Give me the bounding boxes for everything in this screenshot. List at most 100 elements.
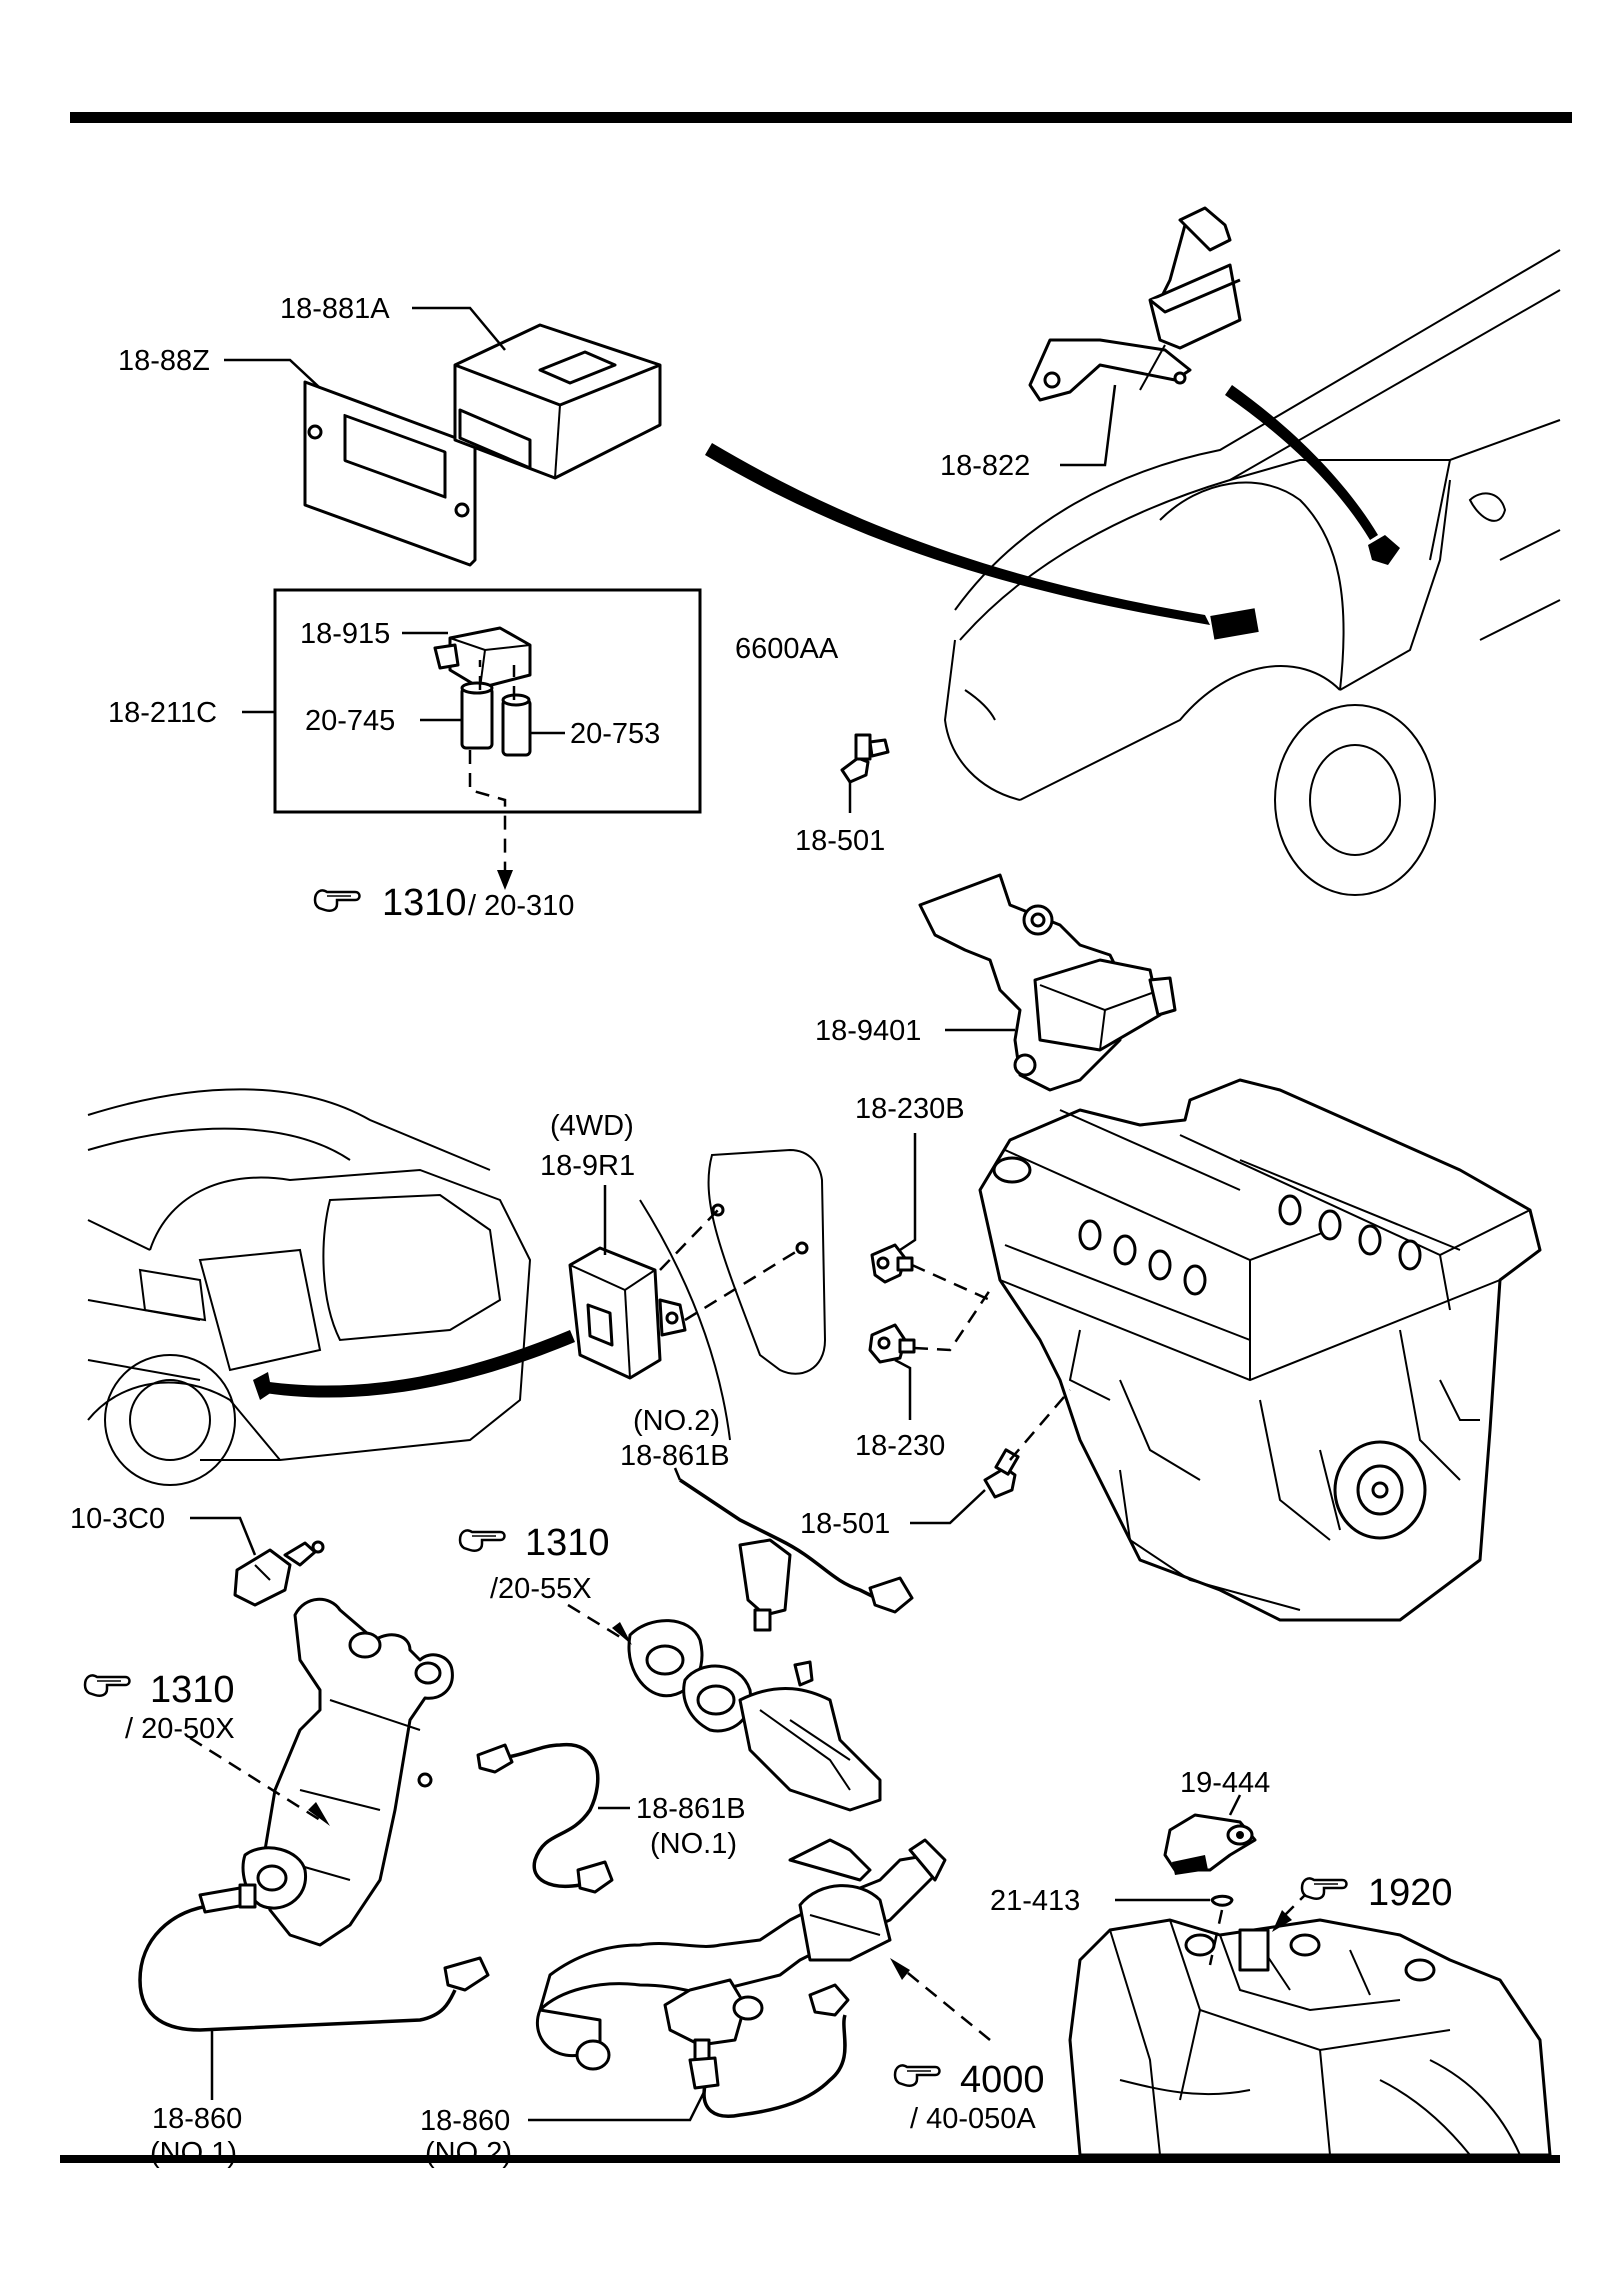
leader-crank-sensor xyxy=(894,1358,912,1420)
front-pipe-ref-arrowhead xyxy=(890,1958,910,1980)
transmission-illustration xyxy=(1068,1918,1552,2157)
vehicle-front-illustration xyxy=(943,249,1561,896)
cam-sensor-dash xyxy=(911,1263,991,1302)
ref-5-main: 4000 xyxy=(960,2059,1045,2101)
pointing-hand-icon xyxy=(83,1674,131,1697)
label-temp-switch-engine: 18-501 xyxy=(800,1508,890,1540)
label-o2-no1-rear: 18-861B xyxy=(636,1793,746,1825)
label-throttle-sensor: 18-9401 xyxy=(815,1015,921,1047)
o2-front-no1-part xyxy=(198,1883,490,1992)
label-temp-switch-top: 18-501 xyxy=(795,825,885,857)
ref-5-sub: / 40-050A xyxy=(910,2103,1036,2135)
front-pipe-part xyxy=(535,1838,947,2071)
crank-sensor-part xyxy=(868,1323,916,1364)
ecu-location-arrow xyxy=(705,443,1210,625)
o2-no1-rear-part xyxy=(476,1743,614,1894)
label-o2-front-no1-note: (NO.1) xyxy=(150,2137,237,2169)
label-fuse-a: 20-745 xyxy=(305,705,395,737)
temp-switch-engine-dash xyxy=(1009,1389,1071,1461)
ref-3-main: 1310 xyxy=(150,1669,235,1711)
label-o2-front-no2-note: (NO.2) xyxy=(425,2137,512,2169)
label-relay-bracket: 18-822 xyxy=(940,450,1030,482)
rear-catalyst-ref-dash xyxy=(567,1603,626,1642)
ref-marker-5: 4000 / 40-050A xyxy=(893,2059,1045,2135)
label-crank-sensor: 18-230 xyxy=(855,1430,945,1462)
relay-set-ref-dash xyxy=(468,750,507,880)
label-o2-front-no1: 18-860 xyxy=(152,2103,242,2135)
label-o2-front-no2: 18-860 xyxy=(420,2105,510,2137)
o2-no2-rear-wire xyxy=(679,1478,881,1602)
inhibitor-switch-part xyxy=(1163,1813,1257,1875)
label-ecu: 18-881A xyxy=(280,293,390,325)
ecu-location-mark xyxy=(1210,608,1259,640)
ref-1-sub: / 20-310 xyxy=(468,890,574,922)
ecu-bracket-part xyxy=(303,380,477,567)
label-o2-no1-note: (NO.1) xyxy=(650,1828,737,1860)
pointing-hand-icon xyxy=(893,2064,941,2087)
ref-marker-1: 1310 / 20-310 xyxy=(313,882,574,924)
leader-temp-switch-engine xyxy=(910,1489,986,1525)
leader-o2-no2-rear xyxy=(673,1467,682,1481)
rear-catalyst-part xyxy=(627,1619,882,1812)
tcm-part xyxy=(568,1246,687,1380)
label-relay-set: 18-211C xyxy=(108,697,217,729)
vehicle-rear-illustration xyxy=(87,1088,532,1486)
front-catalyst-part xyxy=(241,1597,454,1947)
front-pipe-ref-dash xyxy=(897,1964,991,2041)
tcm-location-arrow xyxy=(255,1330,575,1398)
tcm-dash-a xyxy=(659,1209,719,1271)
front-catalyst-ref-arrowhead xyxy=(308,1802,330,1826)
crank-sensor-dash xyxy=(913,1289,992,1352)
relay-bracket-part xyxy=(1028,206,1242,402)
label-tcm: 18-9R1 xyxy=(540,1150,635,1182)
pointing-hand-icon xyxy=(1300,1877,1348,1900)
water-temp-part xyxy=(233,1540,325,1607)
label-inhibitor-switch: 19-444 xyxy=(1180,1767,1270,1799)
leader-cam-sensor xyxy=(899,1133,917,1252)
cam-sensor-part xyxy=(870,1243,914,1284)
tcm-body-curve xyxy=(639,1199,731,1441)
label-o2-no2-note: (NO.2) xyxy=(633,1405,720,1437)
label-fuse-b: 20-753 xyxy=(570,718,660,750)
rear-catalyst-ref-arrowhead xyxy=(612,1622,632,1645)
transmission-ref-arrowhead xyxy=(1272,1910,1292,1932)
engine-illustration xyxy=(978,1078,1542,1622)
relay-part xyxy=(433,626,532,690)
relay-set-box xyxy=(273,588,702,814)
inhibitor-switch-dash xyxy=(1208,1909,1224,1966)
pointing-hand-icon xyxy=(458,1529,506,1552)
ref-2-main: 1310 xyxy=(525,1522,610,1564)
label-o2-no2-rear: 18-861B xyxy=(620,1440,730,1472)
o2-front-no2-wire xyxy=(702,2014,847,2118)
bottom-rule xyxy=(60,2155,1560,2163)
label-cam-sensor: 18-230B xyxy=(855,1093,965,1125)
o2-no2-rear-part xyxy=(738,1538,914,1632)
o2-no1-rear-wire xyxy=(494,1742,600,1888)
label-ecu-bracket: 18-88Z xyxy=(118,345,210,377)
front-catalyst-ref-dash xyxy=(189,1736,321,1822)
leader-o2-front-no2 xyxy=(528,2089,707,2122)
label-relay: 18-915 xyxy=(300,618,390,650)
leader-relay-bracket xyxy=(1060,384,1117,467)
leader-ecu-bracket xyxy=(224,358,321,389)
fuse-a-part xyxy=(460,681,494,750)
ref-marker-2: 1310 /20-55X xyxy=(458,1522,610,1605)
top-rule xyxy=(70,112,1572,123)
ecu-part xyxy=(453,323,662,480)
leader-inhibitor-switch xyxy=(1228,1794,1242,1816)
label-group-code: 6600AA xyxy=(735,633,839,665)
tcm-body-panel xyxy=(707,1148,827,1375)
fuse-b-part xyxy=(501,693,532,757)
ref-1-main: 1310 xyxy=(382,882,467,924)
relay-set-ref-arrowhead xyxy=(497,870,513,890)
ref-3-sub: / 20-50X xyxy=(125,1713,235,1745)
ref-4-main: 1920 xyxy=(1368,1872,1453,1914)
leader-water-temp xyxy=(190,1516,257,1556)
label-drive-note: (4WD) xyxy=(550,1110,634,1142)
leader-ecu xyxy=(412,306,506,351)
o2-front-no2-part xyxy=(688,1983,850,2090)
label-water-temp: 10-3C0 xyxy=(70,1503,165,1535)
switch-clip-part xyxy=(1210,1894,1234,1907)
relay-location-arrow xyxy=(1225,385,1378,540)
